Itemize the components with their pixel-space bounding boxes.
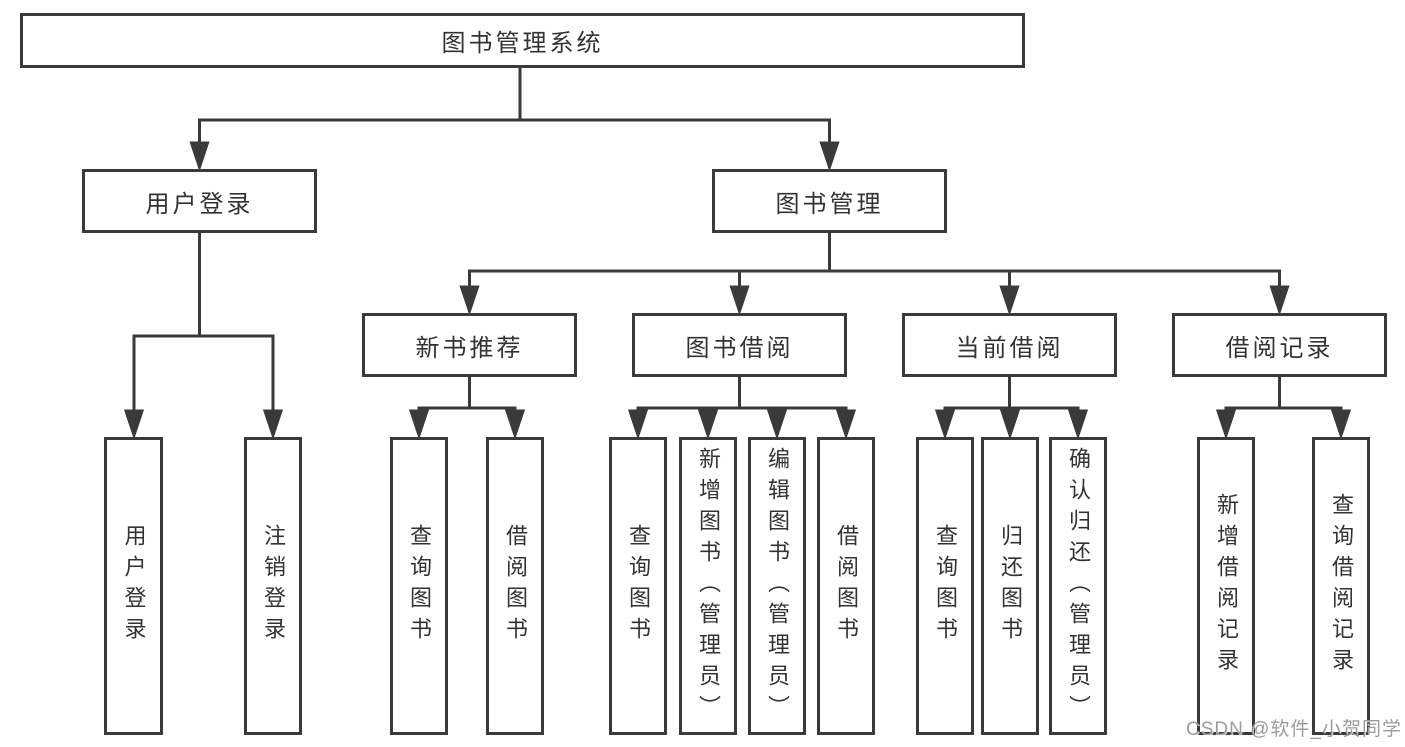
leaf-query-borrow-record: 查询借阅记录	[1312, 437, 1370, 735]
node-new-book-recommend-label: 新书推荐	[415, 334, 524, 362]
node-book-borrow: 图书借阅	[632, 313, 847, 377]
leaf-query-books-recommend-label: 查询图书	[407, 524, 432, 648]
leaf-add-borrow-record-label: 新增借阅记录	[1214, 493, 1239, 679]
leaf-edit-books-admin-label: 编辑图书（管理员）	[765, 446, 790, 726]
leaf-user-login-label: 用户登录	[121, 524, 147, 648]
leaf-query-books-recommend: 查询图书	[390, 437, 448, 735]
csdn-watermark: CSDN @软件_小贺同学	[1186, 719, 1402, 740]
leaf-borrow-books-recommend: 借阅图书	[486, 437, 544, 735]
leaf-edit-books-admin: 编辑图书（管理员）	[748, 437, 806, 735]
node-book-borrow-label: 图书借阅	[685, 334, 794, 362]
node-library-system-label: 图书管理系统	[441, 30, 604, 57]
node-book-management-label: 图书管理	[775, 190, 884, 218]
leaf-query-books-borrow: 查询图书	[609, 437, 667, 735]
leaf-logout-label: 注销登录	[261, 524, 286, 648]
leaf-borrow-books-label: 借阅图书	[834, 524, 859, 648]
node-library-system: 图书管理系统	[20, 13, 1025, 68]
leaf-borrow-books: 借阅图书	[817, 437, 875, 735]
leaf-logout: 注销登录	[244, 437, 302, 735]
leaf-query-books-current-label: 查询图书	[933, 524, 958, 648]
leaf-add-borrow-record: 新增借阅记录	[1197, 437, 1255, 735]
node-book-management: 图书管理	[712, 169, 947, 233]
node-user-login: 用户登录	[82, 169, 317, 233]
leaf-confirm-return-admin: 确认归还（管理员）	[1049, 437, 1107, 735]
node-current-borrow: 当前借阅	[902, 313, 1117, 377]
node-borrow-records-label: 借阅记录	[1225, 334, 1334, 362]
leaf-confirm-return-admin-label: 确认归还（管理员）	[1066, 446, 1091, 726]
node-borrow-records: 借阅记录	[1172, 313, 1387, 377]
tree-connectors	[123, 66, 1352, 440]
leaf-add-books-admin-label: 新增图书（管理员）	[696, 446, 721, 726]
leaf-borrow-books-recommend-label: 借阅图书	[503, 524, 528, 648]
leaf-user-login: 用户登录	[104, 437, 163, 735]
node-new-book-recommend: 新书推荐	[362, 313, 577, 377]
leaf-query-borrow-record-label: 查询借阅记录	[1329, 493, 1354, 679]
leaf-return-books: 归还图书	[981, 437, 1039, 735]
node-user-login-label: 用户登录	[145, 190, 254, 218]
leaf-return-books-label: 归还图书	[998, 524, 1023, 648]
leaf-query-books-current: 查询图书	[916, 437, 974, 735]
leaf-add-books-admin: 新增图书（管理员）	[679, 437, 737, 735]
node-current-borrow-label: 当前借阅	[955, 334, 1064, 362]
leaf-query-books-borrow-label: 查询图书	[626, 524, 651, 648]
